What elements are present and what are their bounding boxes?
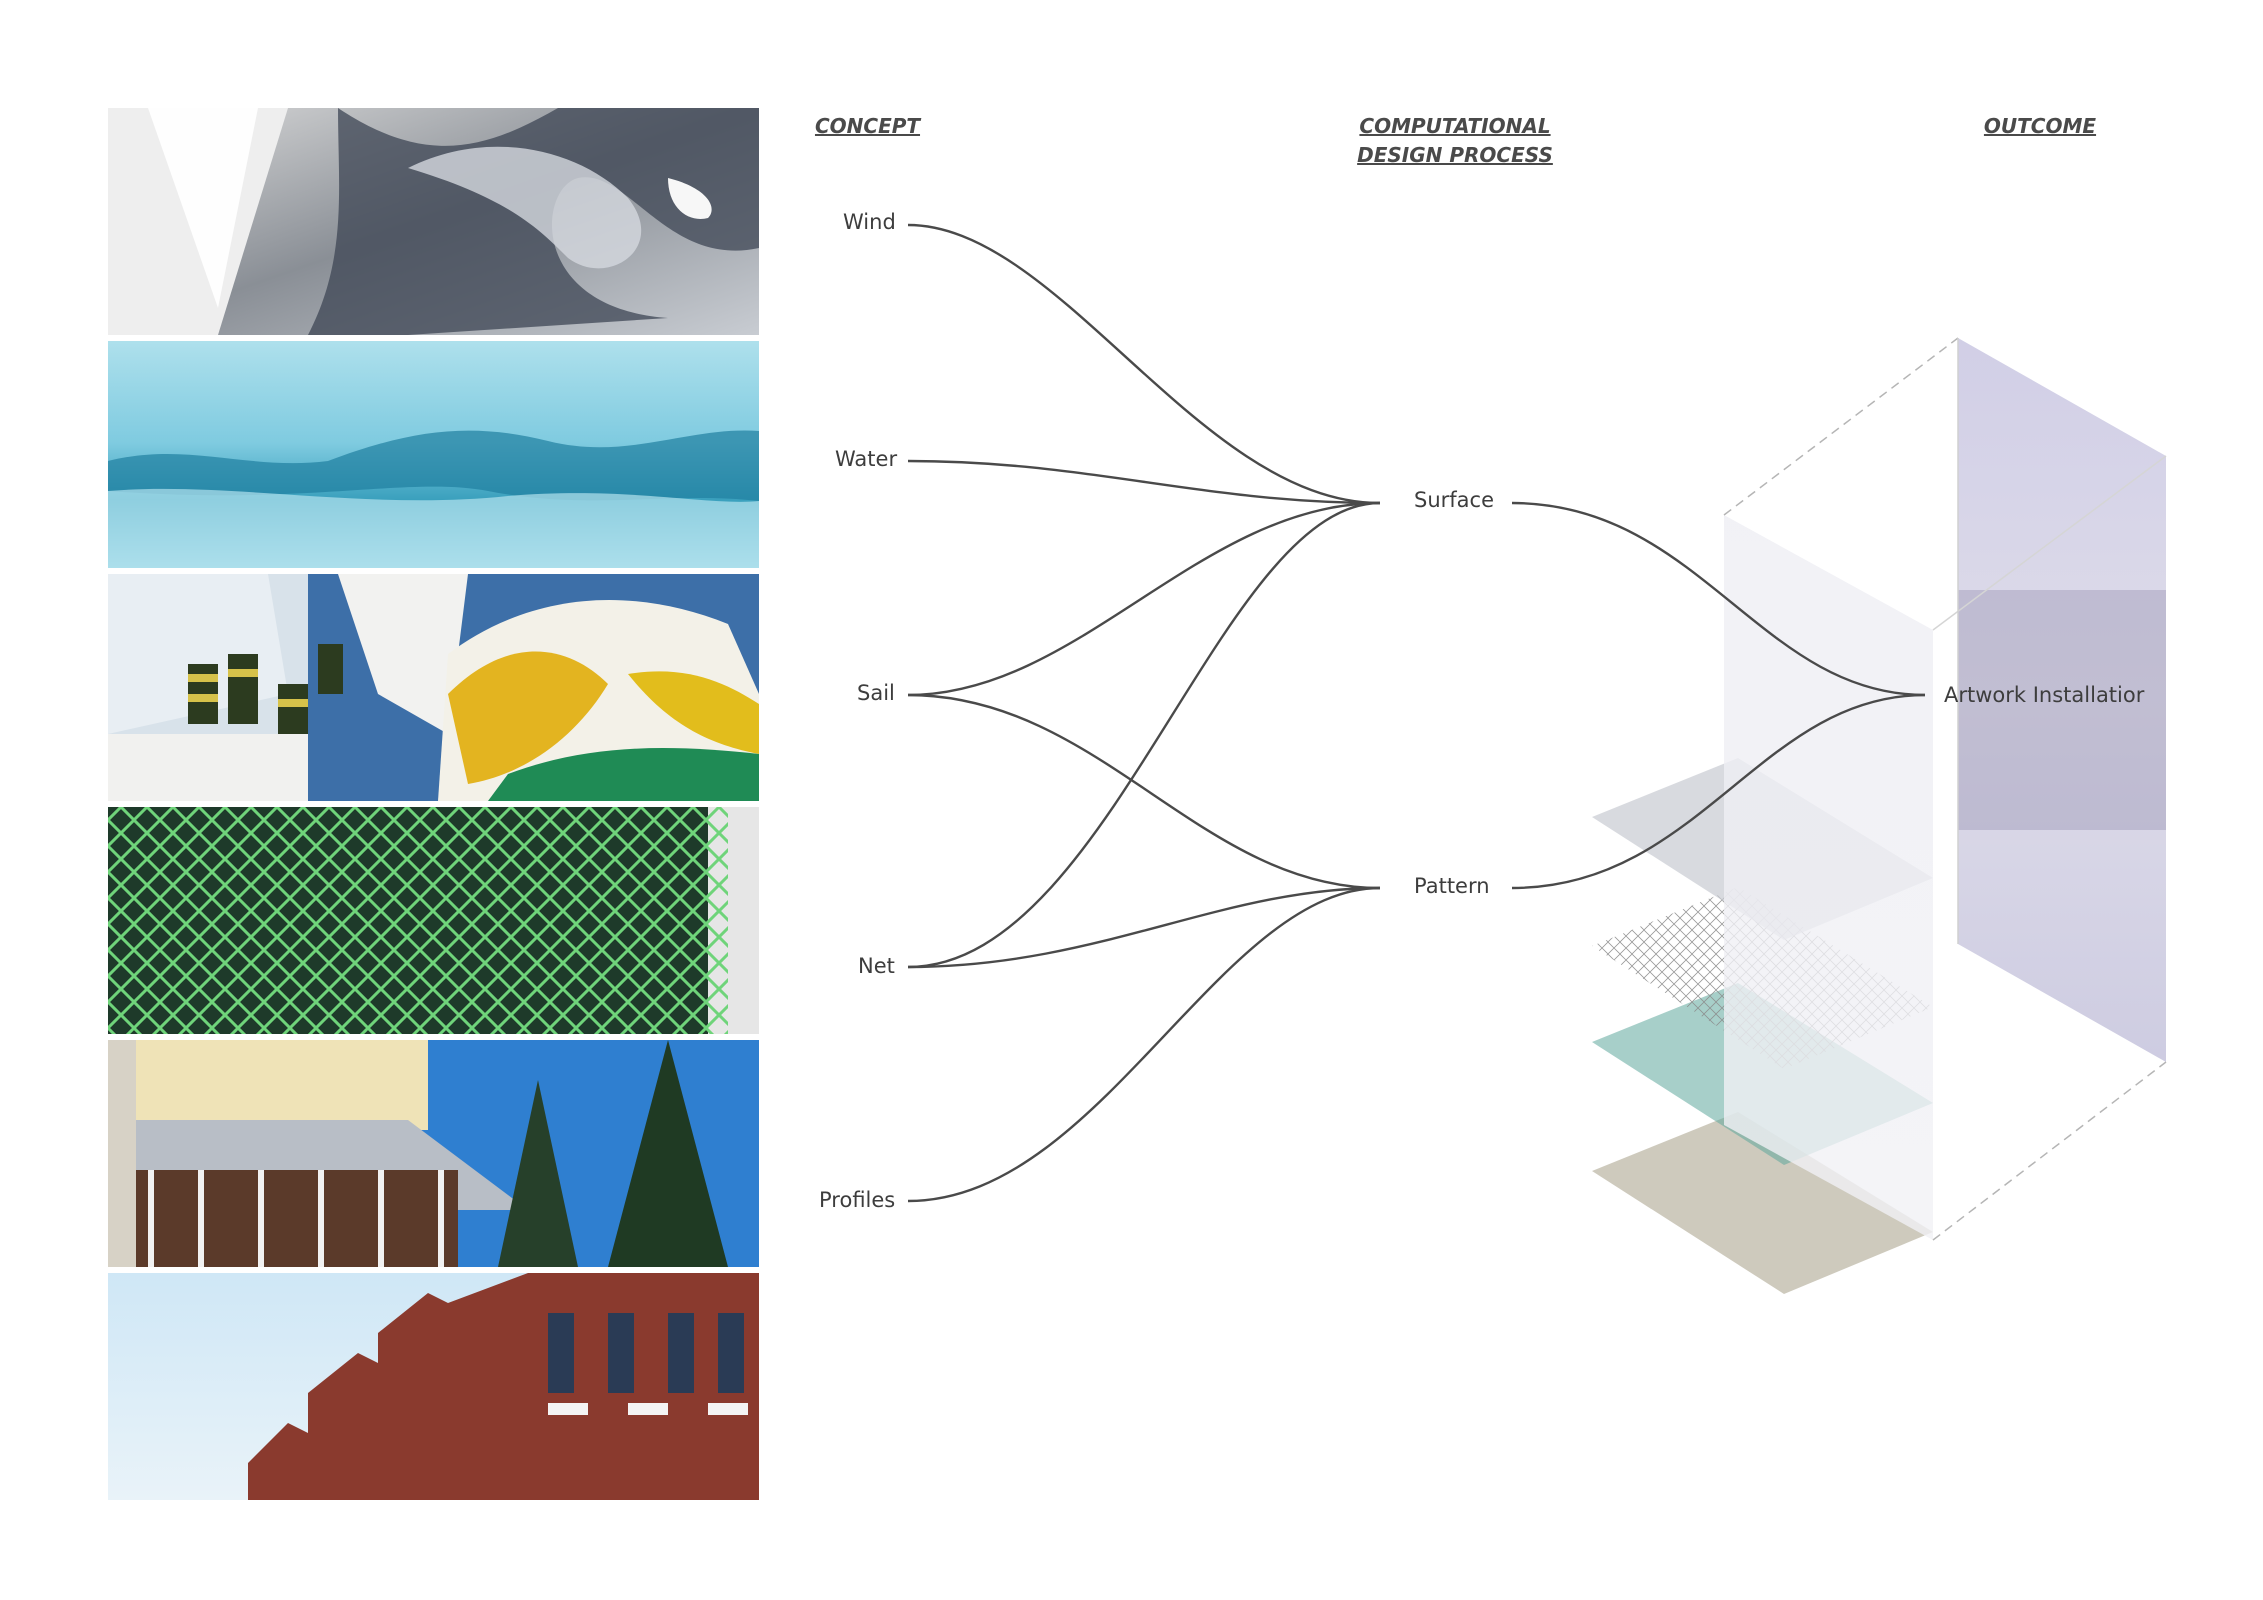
link-net-surface bbox=[907, 501, 1381, 969]
panel-back bbox=[1958, 338, 2166, 1062]
brick-roofs-photo bbox=[108, 1273, 759, 1500]
layer-profiles bbox=[1592, 1112, 1933, 1294]
node-wind: Wind bbox=[843, 210, 896, 234]
link-sail-surface bbox=[907, 501, 1381, 697]
panel-front bbox=[1724, 515, 1933, 1240]
flow-links bbox=[907, 223, 1926, 1203]
link-water-surface bbox=[907, 459, 1381, 505]
link-pattern-artwork bbox=[1511, 693, 1926, 890]
verandah-pines-photo bbox=[108, 1040, 759, 1267]
link-sail-pattern bbox=[907, 693, 1381, 890]
link-profiles-pattern bbox=[907, 886, 1381, 1203]
link-net-pattern bbox=[907, 886, 1381, 969]
node-net: Net bbox=[858, 954, 895, 978]
process-header-line2: DESIGN PROCESS bbox=[1357, 143, 1553, 167]
node-pattern: Pattern bbox=[1414, 874, 1490, 898]
node-sail: Sail bbox=[857, 681, 895, 705]
node-profiles: Profiles bbox=[819, 1188, 896, 1212]
fishing-net-photo bbox=[108, 807, 759, 1034]
concept-header: CONCEPT bbox=[814, 114, 921, 138]
panel-frame bbox=[1723, 337, 2167, 1241]
node-artwork-installation: Artwork Installatior bbox=[1944, 683, 2145, 707]
process-header-line1: COMPUTATIONAL bbox=[1359, 114, 1551, 138]
outcome-header: OUTCOME bbox=[1983, 114, 2097, 138]
link-surface-artwork bbox=[1511, 501, 1926, 697]
node-water: Water bbox=[835, 447, 898, 471]
sailing-crew-photo bbox=[108, 574, 759, 801]
node-surface: Surface bbox=[1414, 488, 1495, 512]
process-header: COMPUTATIONAL DESIGN PROCESS bbox=[1340, 112, 1570, 170]
link-wind-surface bbox=[907, 223, 1381, 505]
sail-photo bbox=[108, 108, 759, 335]
water-photo bbox=[108, 341, 759, 568]
